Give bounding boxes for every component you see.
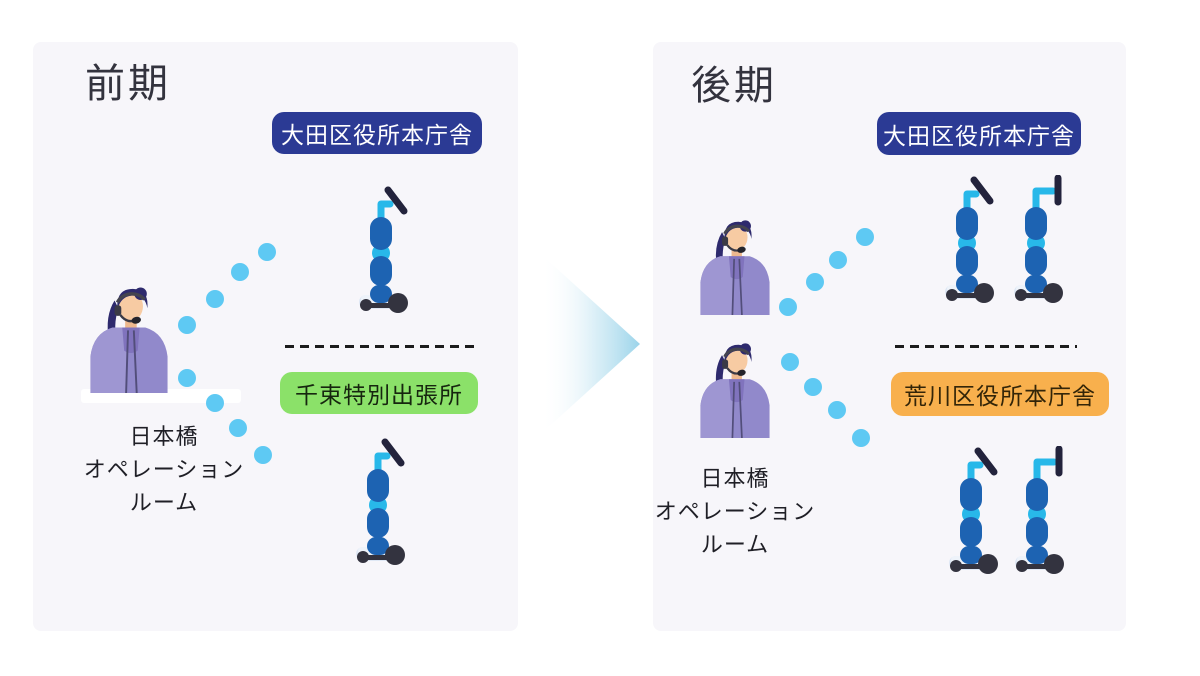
- robot-icon: [943, 446, 1013, 576]
- robot-icon: [1009, 446, 1079, 576]
- operation-room-label-line: ルーム: [700, 532, 770, 557]
- operation-room-label-line: ルーム: [129, 490, 199, 515]
- robot-icon: [353, 185, 423, 315]
- signal-dot: [258, 243, 276, 261]
- zone-separator: [285, 345, 479, 348]
- robot-icon: [350, 437, 420, 567]
- signal-dot: [829, 251, 847, 269]
- signal-dot: [206, 394, 224, 412]
- robot-icon: [1008, 175, 1078, 305]
- panel-before: 前期 大田区役所本庁舎 千束特別出張所 日本橋 オペレーション ルーム: [33, 42, 518, 631]
- operator-icon: [88, 287, 170, 393]
- signal-dot: [178, 316, 196, 334]
- operation-room-label-line: 日本橋: [129, 424, 199, 449]
- panel-before-title: 前期: [85, 62, 171, 106]
- zone-separator: [895, 345, 1077, 348]
- signal-dot: [779, 298, 797, 316]
- signal-dot: [856, 228, 874, 246]
- operation-room-label: 日本橋 オペレーション ルーム: [650, 462, 820, 561]
- operation-room-label-line: 日本橋: [700, 466, 770, 491]
- operator-icon: [698, 343, 772, 438]
- signal-dot: [206, 290, 224, 308]
- signal-dot: [806, 273, 824, 291]
- location-badge-ota-after: 大田区役所本庁舎: [877, 112, 1081, 155]
- panel-after: 後期 大田区役所本庁舎 荒川区役所本庁舎 日本橋 オペレーション ルーム: [653, 42, 1126, 631]
- signal-dot: [231, 263, 249, 281]
- signal-dot: [178, 369, 196, 387]
- signal-dot: [229, 419, 247, 437]
- operator-icon: [698, 220, 772, 315]
- operation-room-label-line: オペレーション: [83, 457, 245, 482]
- panel-after-title: 後期: [691, 64, 777, 108]
- signal-dot: [804, 378, 822, 396]
- signal-dot: [254, 446, 272, 464]
- robot-icon: [939, 175, 1009, 305]
- location-badge-senzoku: 千束特別出張所: [280, 372, 478, 414]
- signal-dot: [781, 353, 799, 371]
- operation-room-label-line: オペレーション: [654, 499, 816, 524]
- signal-dot: [852, 429, 870, 447]
- location-badge-ota-before: 大田区役所本庁舎: [272, 112, 482, 154]
- transition-arrow-icon: [543, 256, 640, 432]
- signal-dot: [828, 401, 846, 419]
- operation-room-label: 日本橋 オペレーション ルーム: [51, 420, 277, 519]
- location-badge-arakawa: 荒川区役所本庁舎: [891, 372, 1109, 416]
